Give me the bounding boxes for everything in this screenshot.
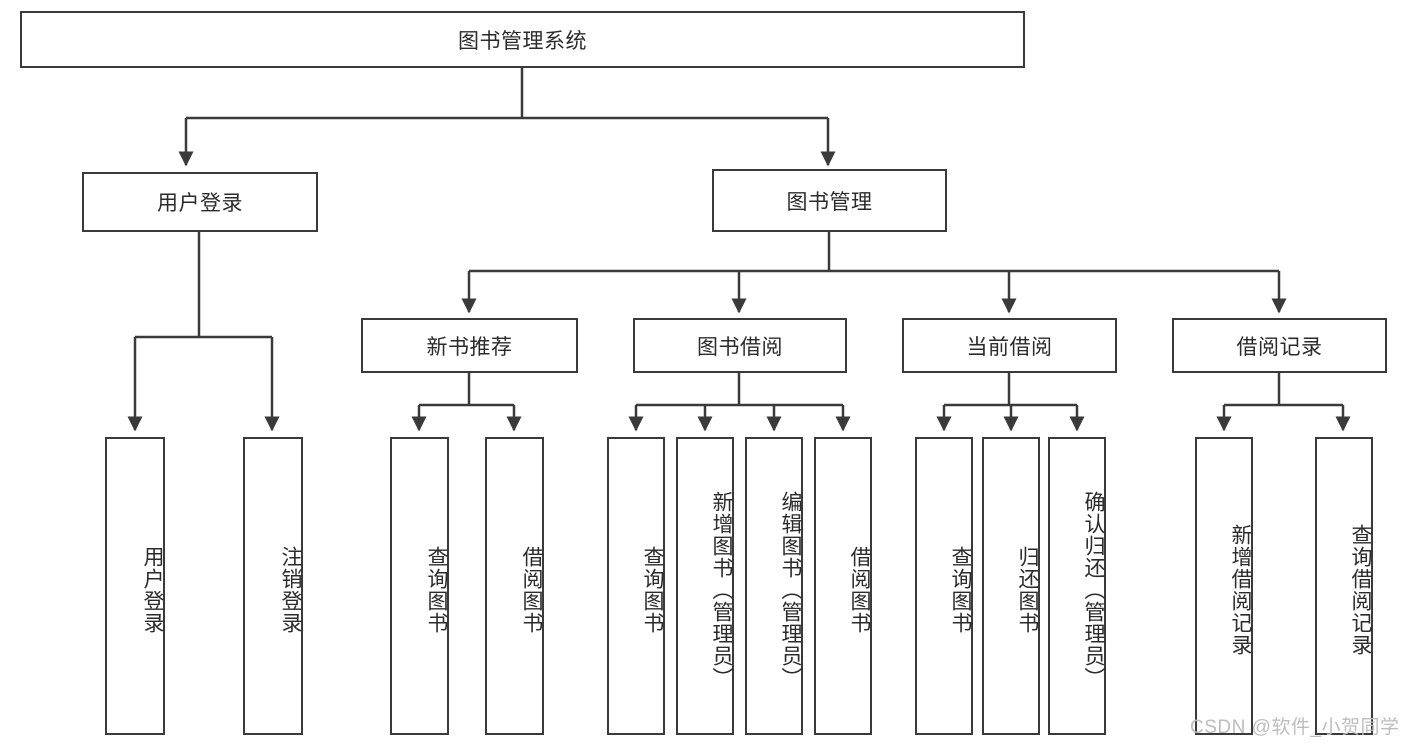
node-root-system[interactable]: 图书管理系统 xyxy=(20,11,1025,68)
leaf-recommend-borrow-book[interactable]: 借阅图书 xyxy=(485,437,544,735)
node-user-login[interactable]: 用户登录 xyxy=(82,172,318,232)
node-book-management[interactable]: 图书管理 xyxy=(712,169,947,232)
node-book-borrow[interactable]: 图书借阅 xyxy=(633,318,847,373)
node-current-borrow[interactable]: 当前借阅 xyxy=(902,318,1117,373)
node-new-book-recommend[interactable]: 新书推荐 xyxy=(361,318,578,373)
leaf-current-confirm-return-admin[interactable]: 确认归还（管理员） xyxy=(1048,437,1106,735)
leaf-borrow-borrow-book[interactable]: 借阅图书 xyxy=(814,437,872,735)
leaf-current-query-book[interactable]: 查询图书 xyxy=(915,437,973,735)
leaf-borrow-query-book[interactable]: 查询图书 xyxy=(607,437,665,735)
leaf-record-query-record[interactable]: 查询借阅记录 xyxy=(1315,437,1373,735)
csdn-watermark: CSDN @软件_小贺同学 xyxy=(1190,717,1400,738)
leaf-borrow-edit-book-admin[interactable]: 编辑图书（管理员） xyxy=(745,437,803,735)
leaf-current-return-book[interactable]: 归还图书 xyxy=(982,437,1040,735)
leaf-record-add-record[interactable]: 新增借阅记录 xyxy=(1195,437,1253,735)
leaf-user-logout[interactable]: 注销登录 xyxy=(243,437,303,735)
leaf-recommend-query-book[interactable]: 查询图书 xyxy=(390,437,449,735)
leaf-borrow-add-book-admin[interactable]: 新增图书（管理员） xyxy=(676,437,734,735)
leaf-user-login[interactable]: 用户登录 xyxy=(105,437,165,735)
node-borrow-record[interactable]: 借阅记录 xyxy=(1172,318,1387,373)
